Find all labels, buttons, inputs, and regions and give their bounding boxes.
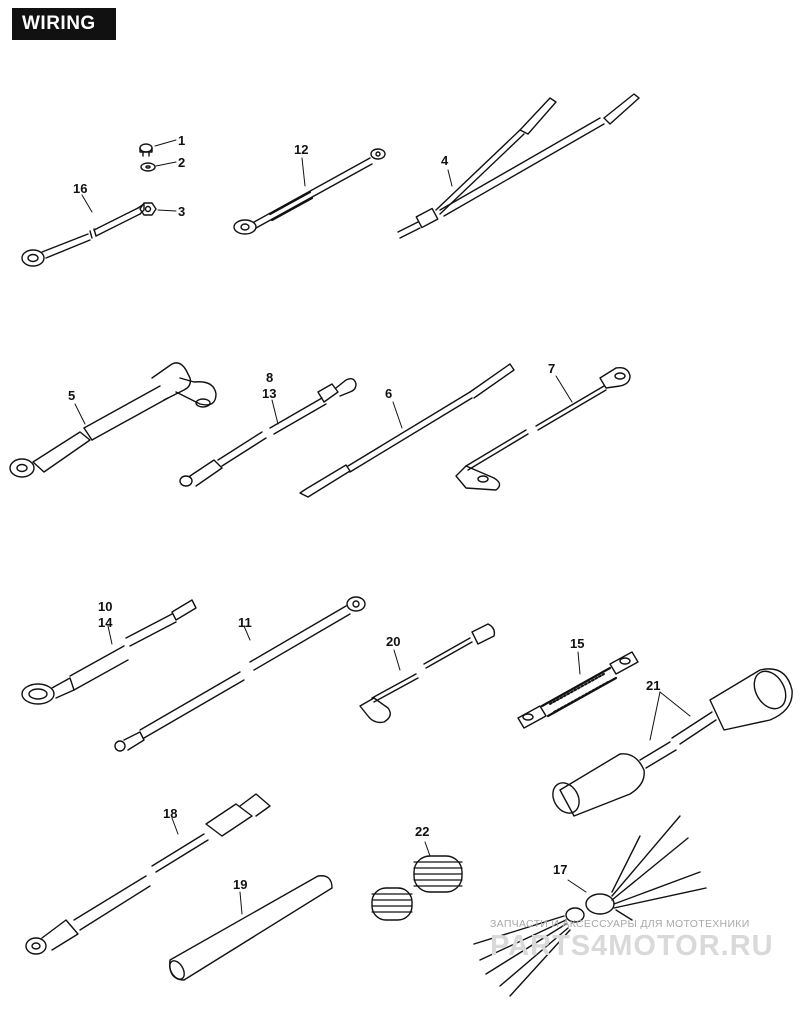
watermark-tagline: ЗАПЧАСТИ И АКСЕССУАРЫ ДЛЯ МОТОТЕХНИКИ xyxy=(490,918,750,930)
part-8-13-cable xyxy=(179,377,357,487)
callout-16: 16 xyxy=(73,181,87,196)
part-22-springs xyxy=(371,841,463,921)
part-7-ground-lead xyxy=(455,366,631,491)
callout-21: 21 xyxy=(646,678,660,693)
callout-22: 22 xyxy=(415,824,429,839)
watermark-site: PARTS4MOTOR.RU xyxy=(490,930,774,962)
part-19-sleeve xyxy=(169,875,333,981)
callout-15: 15 xyxy=(570,636,584,651)
callout-6: 6 xyxy=(385,386,392,401)
part-2-washer xyxy=(140,161,177,172)
callout-20: 20 xyxy=(386,634,400,649)
callout-8: 8 xyxy=(266,370,273,385)
callout-12: 12 xyxy=(294,142,308,157)
part-5-battery-cable xyxy=(9,362,217,478)
part-16-ground-wire xyxy=(21,194,145,267)
callout-1: 1 xyxy=(178,133,185,148)
part-18-harness xyxy=(25,793,271,955)
part-1-screw xyxy=(139,139,177,157)
callout-13: 13 xyxy=(262,386,276,401)
callout-4: 4 xyxy=(441,153,449,168)
part-11-long-cable xyxy=(114,596,366,752)
part-10-14-cable xyxy=(21,599,197,705)
callout-5: 5 xyxy=(68,388,75,403)
part-12-braided-strap xyxy=(233,148,386,235)
callout-10: 10 xyxy=(98,599,112,614)
callout-7: 7 xyxy=(548,361,555,376)
callout-3: 3 xyxy=(178,204,185,219)
callout-2: 2 xyxy=(178,155,185,170)
callout-18: 18 xyxy=(163,806,177,821)
watermark: ЗАПЧАСТИ И АКСЕССУАРЫ ДЛЯ МОТОТЕХНИКИ PA… xyxy=(490,918,790,963)
callout-17: 17 xyxy=(553,862,567,877)
callout-14: 14 xyxy=(98,615,113,630)
part-17-multi-wire-harness xyxy=(473,815,707,997)
part-4-y-harness xyxy=(397,93,640,239)
callout-11: 11 xyxy=(238,615,252,630)
part-3-nut xyxy=(139,202,177,216)
part-20-short-lead xyxy=(359,623,496,724)
callout-19: 19 xyxy=(233,877,247,892)
part-21-connector xyxy=(552,668,793,817)
part-15-braided-strap xyxy=(517,651,639,729)
part-6-wire xyxy=(299,363,515,498)
section-title-wiring: WIRING xyxy=(12,8,116,40)
